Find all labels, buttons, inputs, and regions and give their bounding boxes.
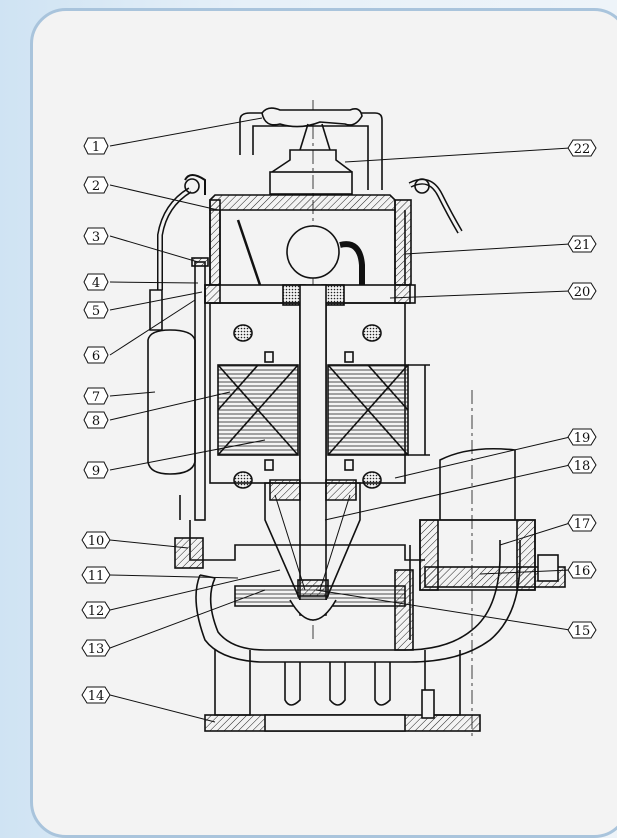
callout-13: 13 xyxy=(81,639,111,657)
callout-8: 8 xyxy=(83,411,109,429)
callout-11: 11 xyxy=(81,566,111,584)
svg-text:6: 6 xyxy=(92,349,100,364)
callout-20: 20 xyxy=(567,282,597,300)
svg-text:1: 1 xyxy=(92,140,100,155)
svg-text:8: 8 xyxy=(92,414,100,429)
callout-16: 16 xyxy=(567,561,597,579)
callout-21: 21 xyxy=(567,235,597,253)
callout-10: 10 xyxy=(81,531,111,549)
callout-3: 3 xyxy=(83,227,109,245)
svg-text:19: 19 xyxy=(574,431,591,446)
svg-text:10: 10 xyxy=(88,534,105,549)
svg-text:2: 2 xyxy=(92,179,100,194)
svg-text:9: 9 xyxy=(92,464,100,479)
callout-18: 18 xyxy=(567,456,597,474)
callout-2: 2 xyxy=(83,176,109,194)
svg-text:22: 22 xyxy=(574,142,591,157)
callout-9: 9 xyxy=(83,461,109,479)
svg-text:3: 3 xyxy=(92,230,100,245)
svg-text:12: 12 xyxy=(88,604,105,619)
callout-1: 1 xyxy=(83,137,109,155)
callout-5: 5 xyxy=(83,301,109,319)
callout-17: 17 xyxy=(567,514,597,532)
svg-text:20: 20 xyxy=(574,285,591,300)
svg-text:17: 17 xyxy=(574,517,591,532)
callout-6: 6 xyxy=(83,346,109,364)
svg-text:21: 21 xyxy=(574,238,591,253)
callout-4: 4 xyxy=(83,273,109,291)
svg-text:5: 5 xyxy=(92,304,100,319)
svg-text:13: 13 xyxy=(88,642,105,657)
svg-text:14: 14 xyxy=(88,689,105,704)
callout-14: 14 xyxy=(81,686,111,704)
callout-7: 7 xyxy=(83,387,109,405)
svg-text:7: 7 xyxy=(92,390,100,405)
handle-grip xyxy=(261,107,363,128)
callout-22: 22 xyxy=(567,139,597,157)
callout-12: 12 xyxy=(81,601,111,619)
svg-text:16: 16 xyxy=(574,564,591,579)
svg-text:11: 11 xyxy=(88,569,105,584)
svg-text:15: 15 xyxy=(574,624,591,639)
svg-text:18: 18 xyxy=(574,459,591,474)
callout-19: 19 xyxy=(567,428,597,446)
svg-text:4: 4 xyxy=(92,276,100,291)
callout-15: 15 xyxy=(567,621,597,639)
